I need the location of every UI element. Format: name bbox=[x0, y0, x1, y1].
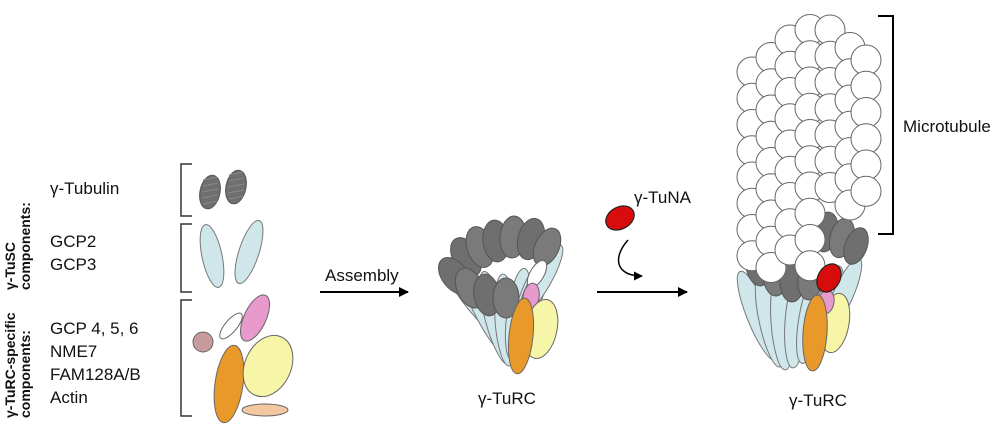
microtubule-bracket bbox=[878, 15, 894, 235]
tubulin-subunit bbox=[850, 149, 882, 181]
tubulin-subunit bbox=[850, 44, 882, 76]
turc-specific-shapes bbox=[192, 294, 294, 424]
gamma-tubulin-label: γ-Tubulin bbox=[50, 179, 119, 198]
turc-middle-label: γ-TuRC bbox=[478, 389, 536, 408]
tubulin-subunit bbox=[794, 224, 826, 255]
actin-label: Actin bbox=[50, 388, 88, 407]
bracket-gcp23 bbox=[180, 223, 192, 293]
tusc-group-label-line1: γ-TuSC bbox=[2, 242, 18, 290]
microtubule-label: Microtubule bbox=[903, 117, 991, 136]
gcp23-shapes bbox=[199, 219, 264, 288]
bracket-tubulin bbox=[180, 163, 192, 217]
turc-group-label-line2: components: bbox=[17, 330, 33, 418]
tubulin-subunit bbox=[850, 123, 882, 155]
gamma-tubulin-shapes bbox=[199, 169, 247, 210]
tuna-bound-shape bbox=[816, 263, 842, 293]
tuna-curved-arrow bbox=[617, 239, 643, 281]
bracket-turc-specific bbox=[180, 299, 192, 417]
tubulin-subunit bbox=[794, 197, 826, 229]
gcp2-label: GCP2 bbox=[50, 232, 96, 251]
turc-complex-middle bbox=[438, 215, 564, 375]
turc-group-label-line1: γ-TuRC-specific bbox=[2, 312, 18, 418]
fam128-label: FAM128A/B bbox=[50, 365, 141, 384]
tubulin-subunit bbox=[850, 175, 882, 207]
assembly-label: Assembly bbox=[325, 266, 399, 285]
turc-right-label: γ-TuRC bbox=[789, 391, 847, 410]
turc-right-front bbox=[802, 263, 851, 372]
gcp456-label: GCP 4, 5, 6 bbox=[50, 319, 139, 338]
tubulin-subunit bbox=[850, 70, 882, 102]
nme7-label: NME7 bbox=[50, 342, 97, 361]
tuna-label: γ-TuNA bbox=[634, 188, 692, 207]
tusc-group-label-line2: components: bbox=[17, 202, 33, 290]
tuna-shape bbox=[605, 205, 635, 231]
tubulin-subunit bbox=[850, 97, 882, 128]
microtubule-lattice bbox=[736, 14, 882, 283]
gcp3-label: GCP3 bbox=[50, 255, 96, 274]
